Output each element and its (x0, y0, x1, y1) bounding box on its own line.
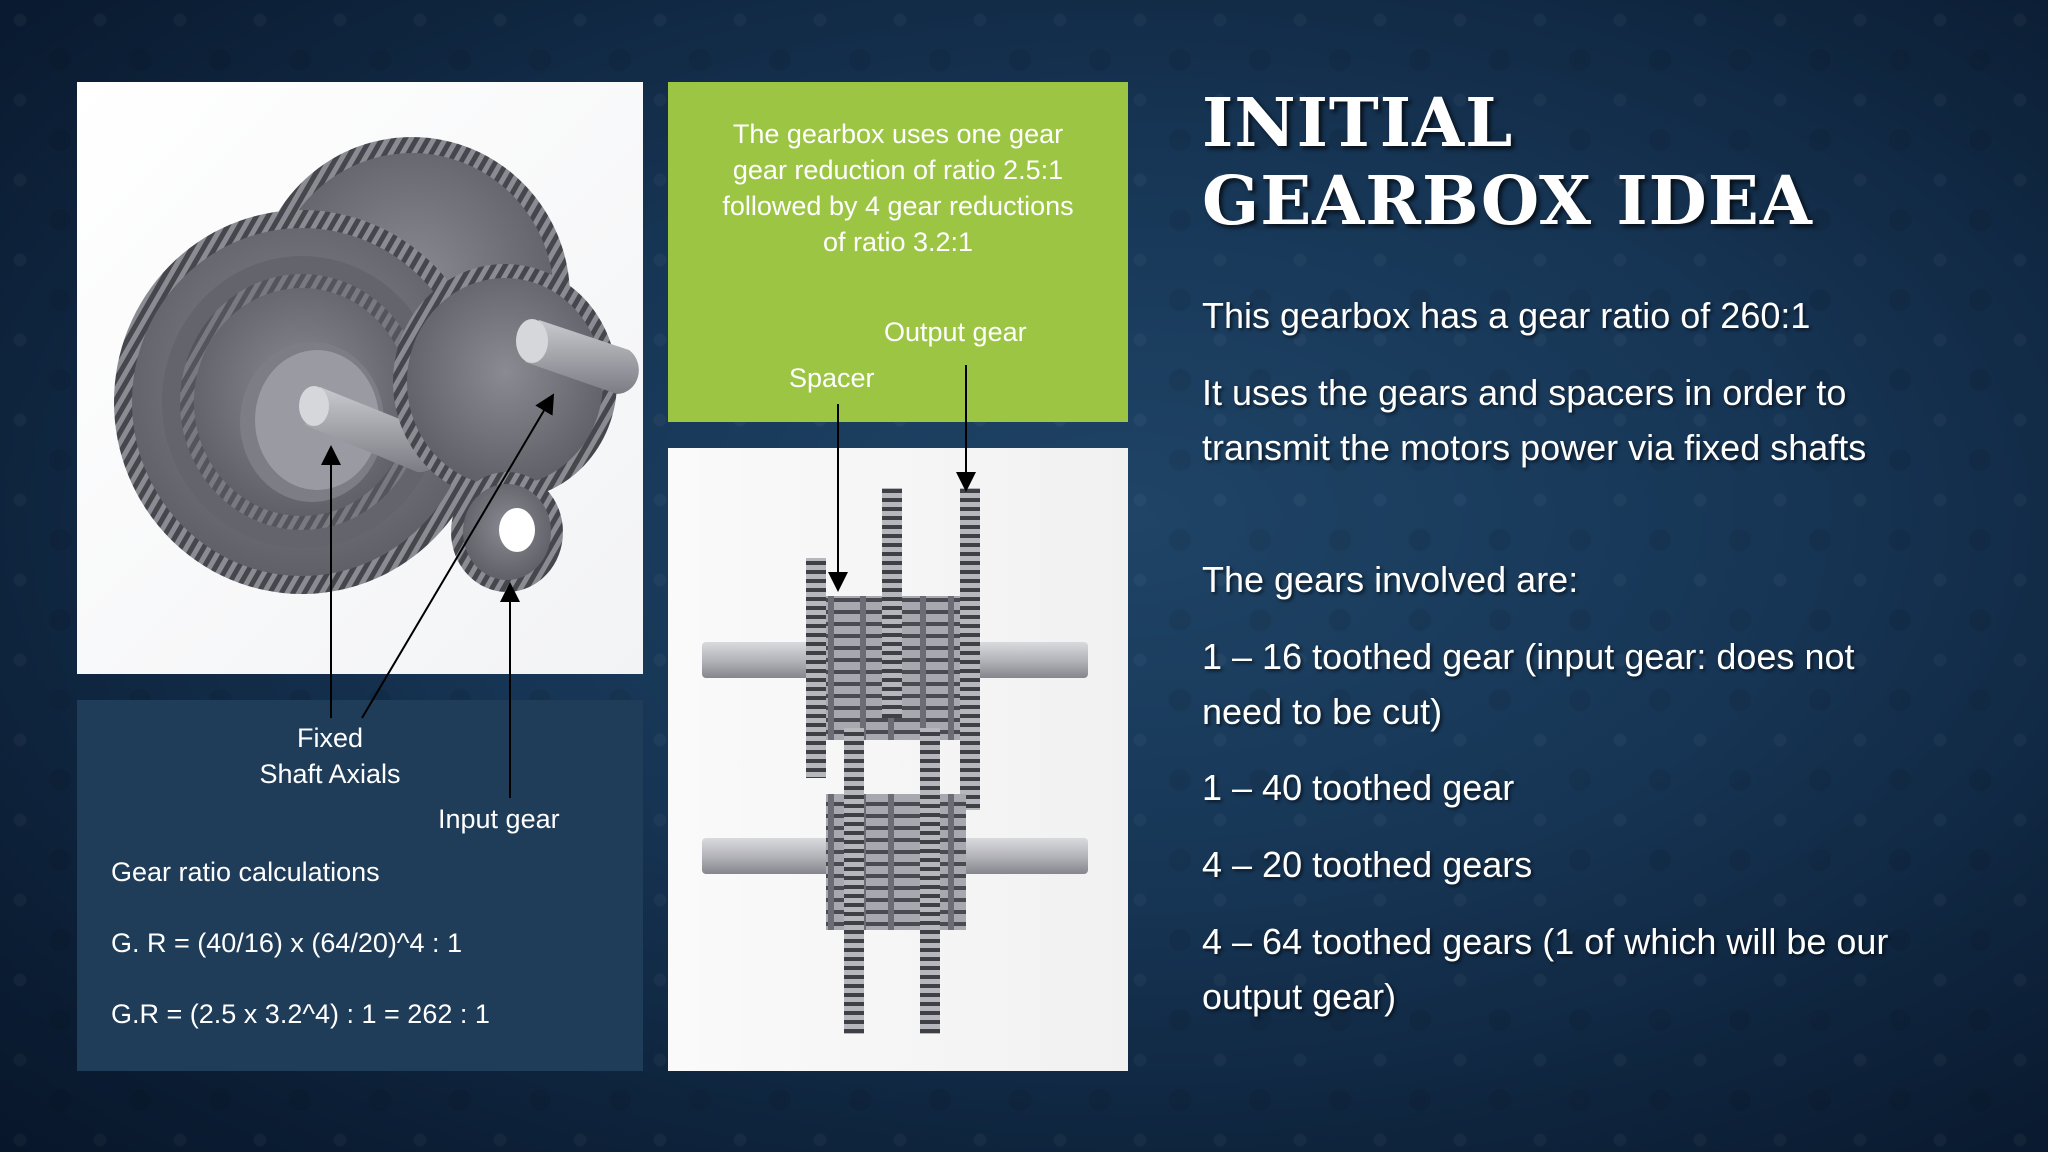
gear-list-item-1: 1 – 16 toothed gear (input gear: does no… (1202, 636, 1855, 732)
title-line-1: INITIAL (1202, 83, 1514, 162)
gear-stack-illustration (702, 488, 1088, 1034)
description-line-4: of ratio 3.2:1 (822, 227, 974, 257)
output-gear-label: Output gear (884, 317, 1027, 347)
gear-ratio-formula-2: G.R = (2.5 x 3.2^4) : 1 = 262 : 1 (111, 999, 490, 1029)
reduction-description-text: The gearbox uses one gear gear reduction… (668, 116, 1128, 260)
calculations-heading: Gear ratio calculations (111, 857, 380, 887)
slide-title: INITIAL GEARBOX IDEA (1202, 84, 1813, 240)
gear-side-view-render (668, 448, 1128, 1071)
gear-list-item-2: 1 – 40 toothed gear (1202, 767, 1515, 808)
body-paragraph-gear-ratio: This gearbox has a gear ratio of 260:1 (1202, 295, 1811, 336)
description-line-1: The gearbox uses one gear (732, 119, 1064, 149)
body-paragraph-transmission: It uses the gears and spacers in order t… (1202, 372, 1867, 468)
title-line-2: GEARBOX IDEA (1202, 161, 1813, 240)
fixed-label-line-2: Shaft Axials (259, 759, 401, 789)
body-paragraph-gears-intro: The gears involved are: (1202, 559, 1579, 600)
spacer-label: Spacer (789, 363, 875, 393)
gear-assembly-illustration (114, 137, 639, 594)
gear-ratio-calculations-box (77, 700, 643, 1071)
gear-reduction-description-box: The gearbox uses one gear gear reduction… (668, 82, 1128, 422)
input-gear-label: Input gear (438, 804, 560, 834)
gear-list-item-4: 4 – 64 toothed gears (1 of which will be… (1202, 921, 1889, 1017)
description-line-3: followed by 4 gear reductions (722, 191, 1074, 221)
gear-isometric-render (77, 82, 643, 674)
description-line-2: gear reduction of ratio 2.5:1 (732, 155, 1064, 185)
gear-ratio-formula-1: G. R = (40/16) x (64/20)^4 : 1 (111, 928, 463, 958)
fixed-shaft-axials-label: Fixed Shaft Axials (252, 720, 408, 792)
fixed-label-line-1: Fixed (296, 723, 364, 753)
gear-list-item-3: 4 – 20 toothed gears (1202, 844, 1533, 885)
